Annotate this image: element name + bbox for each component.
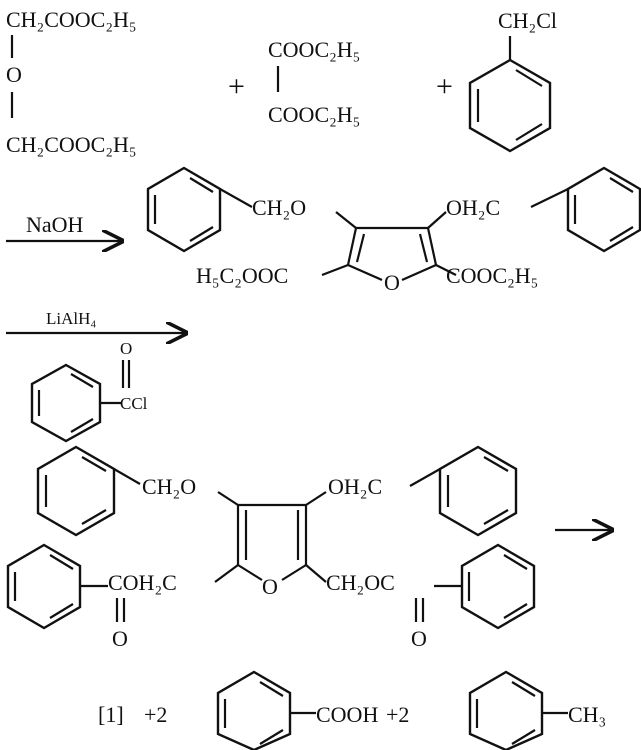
benzene-ring-icon	[6, 543, 82, 630]
diester-bottom-label: CH₂COOC₂H₅	[6, 132, 137, 157]
benzene-ring-icon	[468, 58, 552, 153]
left-ester-label: H₅C₂OOC	[196, 263, 288, 288]
right-carbonyl-oxygen: O	[411, 626, 427, 651]
step1-reagent: NaOH	[26, 212, 84, 237]
acyl-chloride-label: CCl	[120, 394, 148, 413]
furan-oxygen-label: O	[262, 574, 278, 599]
benzene-ring-icon	[566, 166, 641, 253]
diester-oxygen-label: O	[6, 62, 22, 87]
oxalate-top-label: COOC₂H₅	[268, 37, 360, 62]
toluene-methyl-label: CH₃	[568, 702, 606, 727]
benzene-ring-icon	[36, 445, 116, 537]
step1-arrow: NaOH	[6, 212, 122, 241]
bond-line	[409, 468, 441, 487]
furan-oxygen-label: O	[384, 270, 400, 295]
left-benzyloxy-label: CH₂O	[142, 474, 196, 499]
step1-product: CH₂O OH₂C O H₅C₂OOC COOC₂H₅	[146, 166, 641, 295]
oxalate-bottom-label: COOC₂H₅	[268, 102, 360, 127]
bond-line	[113, 468, 141, 485]
left-benzyloxy-label: CH₂O	[252, 195, 306, 220]
benzene-ring-icon	[468, 670, 544, 750]
diester-top-label: CH₂COOC₂H₅	[6, 7, 137, 32]
benzoyl-chloride-reagent: O CCl	[30, 339, 148, 443]
bond-line	[530, 188, 569, 208]
right-benzoate-label: CH₂OC	[326, 570, 395, 595]
benzene-ring-icon	[146, 166, 222, 253]
benzene-ring-icon	[460, 543, 536, 630]
bond-line	[214, 564, 239, 583]
plus-two-label: +2	[144, 702, 167, 727]
benzene-ring-icon	[438, 445, 518, 537]
benzyl-chloride: CH₂Cl	[468, 8, 557, 153]
furan-ring: O	[217, 491, 327, 599]
benzene-ring-icon	[216, 670, 292, 750]
benzyl-chloride-label: CH₂Cl	[498, 8, 557, 33]
plus-sign: +	[436, 70, 453, 103]
bond-line	[435, 264, 457, 276]
diethyl-oxydiacetate: CH₂COOC₂H₅ O CH₂COOC₂H₅	[6, 7, 137, 157]
final-products: [1] +2 COOH +2 CH₃	[98, 670, 606, 750]
right-ester-label: COOC₂H₅	[446, 263, 538, 288]
furan-ring: O	[335, 211, 447, 295]
bond-line	[321, 263, 349, 277]
acyl-oxygen-label: O	[120, 339, 132, 358]
bond-line	[219, 188, 253, 208]
diethyl-oxalate: COOC₂H₅ COOC₂H₅	[268, 37, 360, 127]
right-benzyloxy-label: OH₂C	[328, 474, 382, 499]
benzoic-acid-label: COOH	[316, 702, 378, 727]
plus-two-label: +2	[386, 702, 409, 727]
bond-line	[305, 564, 327, 583]
left-carbonyl-oxygen: O	[112, 626, 128, 651]
step2-reagent-top: LiAlH₄	[46, 309, 96, 328]
right-benzyloxy-label: OH₂C	[446, 195, 500, 220]
benzene-ring-icon	[30, 363, 102, 443]
step2-product: CH₂O OH₂C O COH₂C	[6, 445, 536, 651]
product-reference: [1]	[98, 702, 124, 727]
left-benzoate-label: COH₂C	[108, 570, 177, 595]
plus-sign: +	[228, 70, 245, 103]
step2-arrow: LiAlH₄	[6, 309, 186, 333]
